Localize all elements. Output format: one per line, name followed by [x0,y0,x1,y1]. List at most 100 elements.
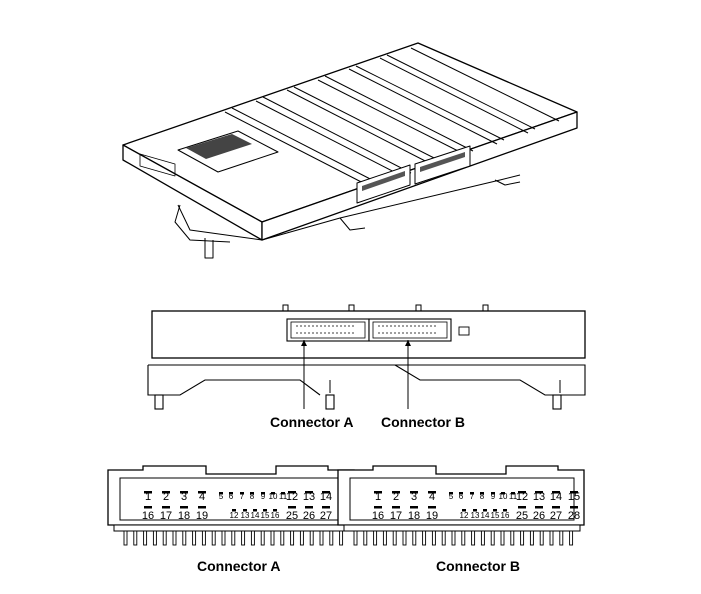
connector-b-pin-leg [529,530,534,546]
connector-a-pin-number: 3 [181,491,187,503]
connector-b-pin-leg [402,530,407,546]
connector-a-contact-mark [162,506,170,509]
connector-b-pin-number: 8 [480,492,485,501]
connector-a-contact-mark [144,506,152,509]
connector-a-contact-mark [288,506,296,509]
connector-a-contact-mark [273,509,277,512]
connector-b-contact-mark [518,506,526,509]
connector-b-contact-mark [511,492,515,495]
connector-b-pin-leg [490,530,495,546]
connector-a-pin-number: 9 [261,492,266,501]
connector-b-pin-leg [392,530,397,546]
connector-a-pin-number: 18 [178,510,190,522]
connector-b-base [343,524,581,532]
connector-a-pin-leg [201,530,206,546]
connector-b-pin-number: 7 [470,492,475,501]
connector-b-contact-mark [459,492,463,495]
connector-b-pin-leg [569,530,574,546]
connector-a-pin-leg [339,530,344,546]
connector-a-pin-leg [319,530,324,546]
connector-b-pin-number: 5 [449,492,454,501]
connector-a-pin-number: 1 [145,491,151,503]
connector-a-contact-mark [198,491,206,494]
connector-b-contact-mark [570,506,578,509]
connector-a-contact-mark [281,492,285,495]
side-view-label-connector-a: Connector A [270,414,353,430]
connector-b-pin-number: 12 [460,511,469,520]
connector-b-pin-number: 14 [550,491,562,503]
connector-a-contact-mark [240,492,244,495]
connector-a-pin-leg [299,530,304,546]
connector-a-pin-number: 4 [199,491,205,503]
connector-b-contact-mark [518,491,526,494]
connector-a-contact-mark [180,506,188,509]
connector-a-pin-number: 12 [286,491,298,503]
connector-a-pin-number: 8 [250,492,255,501]
connector-b-pin-number: 3 [411,491,417,503]
connector-b-contact-mark [503,509,507,512]
connector-b-pin-number: 25 [516,510,528,522]
connector-a-contact-mark [305,491,313,494]
connector-a-pin-number: 12 [230,511,239,520]
connector-a-pinout: 1234567891011121314151617181912131415162… [107,465,355,546]
connector-a-pin-number: 27 [320,510,332,522]
connector-b-pin-leg [471,530,476,546]
connector-b-pin-leg [461,530,466,546]
connector-a-pin-leg [123,530,128,546]
connector-b-pin-leg [431,530,436,546]
connector-a-contact-mark [253,509,257,512]
connector-a-contact-mark [271,492,275,495]
connector-a-contact-mark [219,492,223,495]
connector-a-pin-number: 6 [229,492,234,501]
connector-b-pin-leg [480,530,485,546]
connector-a-pin-number: 2 [163,491,169,503]
connector-a-contact-mark [305,506,313,509]
connector-a-pin-leg [133,530,138,546]
connector-a-pin-number: 10 [269,492,278,501]
connector-a-pin-leg [260,530,265,546]
connector-a-contact-mark [144,491,152,494]
connector-a-pin-number: 16 [271,511,280,520]
connector-b-pin-leg [373,530,378,546]
connector-b-pin-leg [382,530,387,546]
connector-b-pin-leg [412,530,417,546]
connector-a-contact-mark [261,492,265,495]
connector-a-contact-mark [232,509,236,512]
connector-b-pin-leg [500,530,505,546]
connector-b-contact-mark [483,509,487,512]
connector-a-contact-mark [229,492,233,495]
connector-a-pin-leg [221,530,226,546]
connector-b-pin-leg [559,530,564,546]
connector-a-pin-leg [280,530,285,546]
connector-b-pin-number: 13 [471,511,480,520]
connector-b-contact-mark [535,491,543,494]
connector-a-pin-leg [211,530,216,546]
connector-a-pin-number: 17 [160,510,172,522]
connector-a-pin-number: 14 [251,511,260,520]
connector-a-contact-mark [288,491,296,494]
connector-b-pin-number: 27 [550,510,562,522]
connector-b-pin-number: 13 [533,491,545,503]
connector-b-contact-mark [449,492,453,495]
connector-a-pin-leg [290,530,295,546]
connector-a-base [113,524,351,532]
connector-a-pin-number: 25 [286,510,298,522]
connector-b-pin-number: 28 [568,510,580,522]
connector-b-pin-number: 11 [509,492,518,501]
connector-b-pin-number: 1 [375,491,381,503]
connector-b-face [349,477,575,521]
connector-b-pin-number: 26 [533,510,545,522]
connector-a-pin-leg [182,530,187,546]
connector-a-contact-mark [322,491,330,494]
connector-b-contact-mark [428,491,436,494]
connector-a-pin-leg [162,530,167,546]
connector-b-contact-mark [491,492,495,495]
connector-a-pin-number: 16 [142,510,154,522]
connector-a-contact-mark [162,491,170,494]
connector-b-pin-number: 16 [372,510,384,522]
connector-b-housing [337,465,585,526]
connector-a-contact-mark [322,506,330,509]
connector-b-pin-leg [451,530,456,546]
